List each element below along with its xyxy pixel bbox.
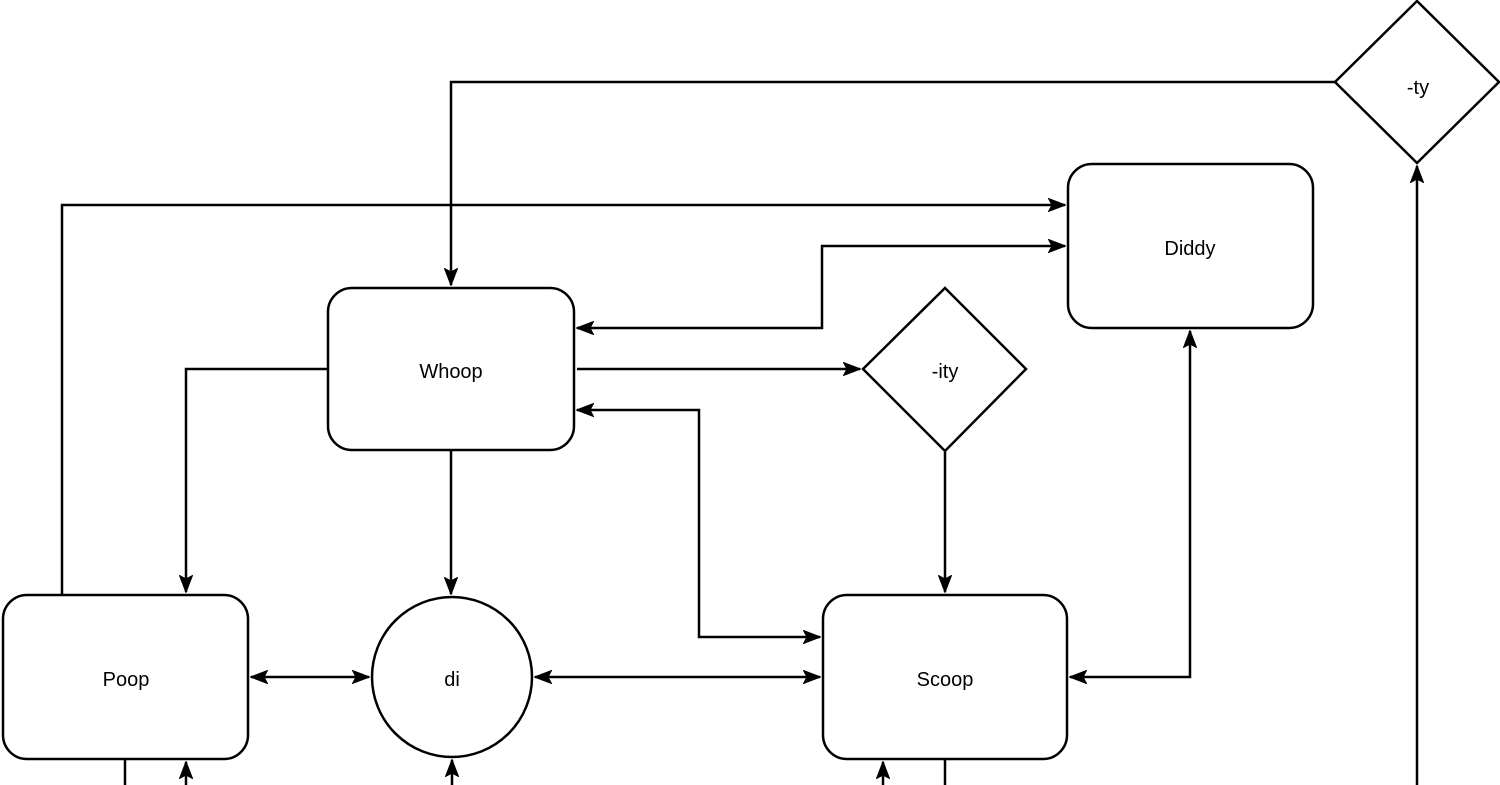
node-ty[interactable] [1333, 0, 1500, 165]
node-whoop[interactable] [326, 286, 576, 452]
node-poop-label: Poop [103, 669, 150, 691]
edge-whoop-to-poop[interactable] [186, 367, 327, 592]
edge-whoop-diddy-bidirectional[interactable] [577, 246, 1065, 328]
node-scoop[interactable] [821, 593, 1069, 761]
node-di-label: di [444, 669, 460, 691]
node-poop[interactable] [1, 593, 250, 761]
edge-scoop-diddy-bidirectional[interactable] [1070, 331, 1190, 677]
edge-ty-to-whoop[interactable] [451, 80, 1335, 285]
node-ity[interactable] [861, 286, 1028, 453]
node-whoop-label: Whoop [419, 361, 482, 383]
edge-whoop-scoop-bidirectional[interactable] [577, 410, 820, 637]
node-ity-label: -ity [932, 361, 959, 383]
node-scoop-label: Scoop [917, 669, 974, 691]
node-diddy[interactable] [1066, 162, 1315, 330]
edge-poop-to-diddy[interactable] [60, 205, 1065, 596]
node-ty-label: -ty [1407, 77, 1429, 99]
node-diddy-label: Diddy [1164, 238, 1215, 260]
node-di[interactable] [370, 595, 534, 759]
